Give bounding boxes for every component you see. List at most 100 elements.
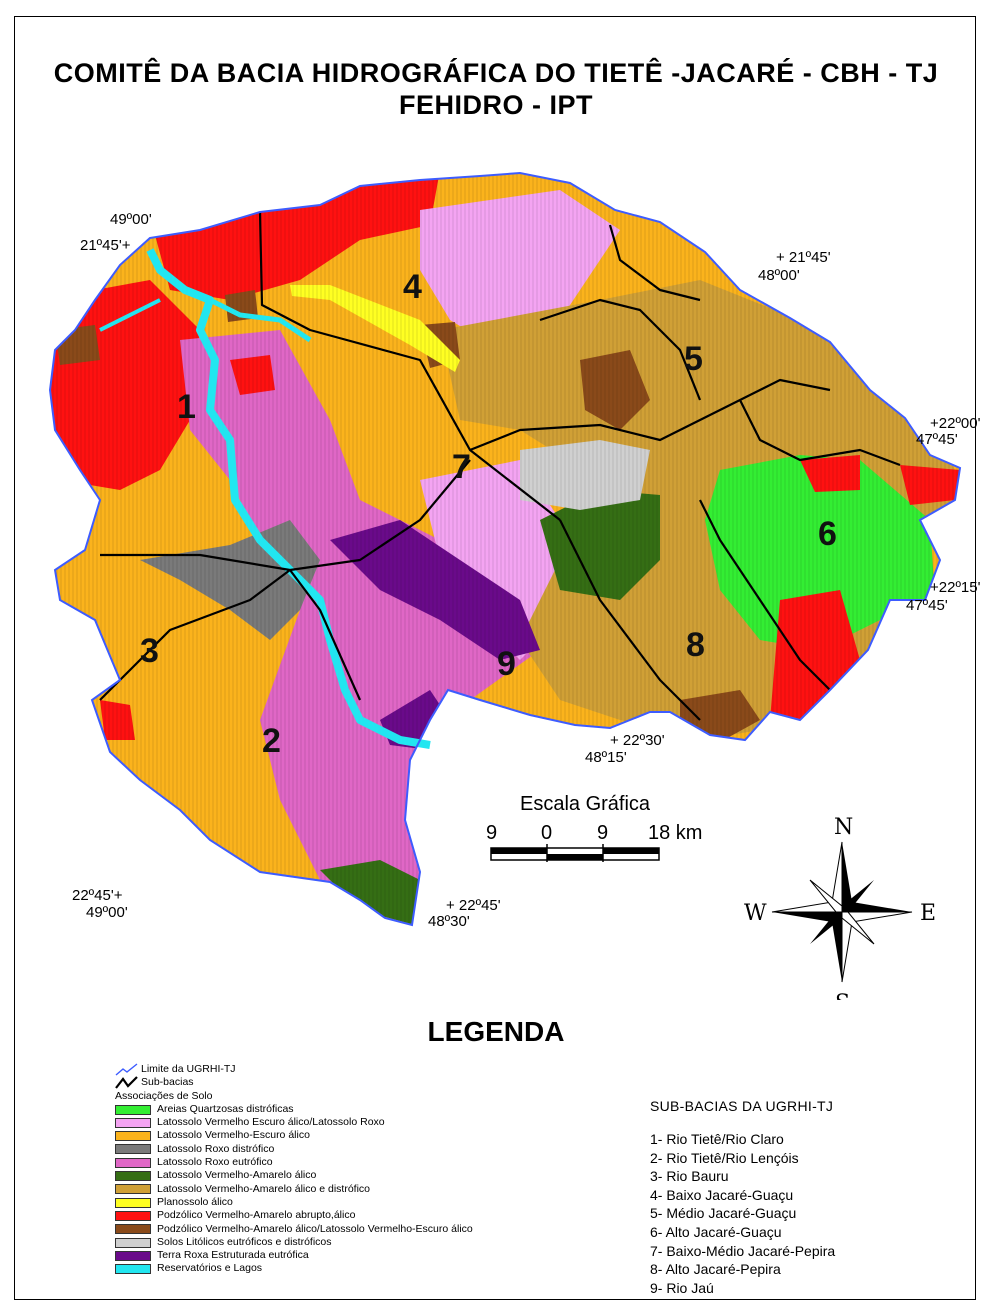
compass-e-label: E	[920, 901, 936, 926]
subbasin-number-1: 1	[177, 388, 196, 426]
legend-label-soil: Planossolo álico	[157, 1195, 233, 1208]
subbasin-line-5	[469, 378, 831, 452]
coord-sc-lat: + 22º45'	[446, 897, 501, 914]
scale-tick-label-a: 9	[486, 822, 498, 844]
legend-label-soil: Areias Quartzosas distróficas	[157, 1102, 294, 1115]
coord-s-lat: + 22º30'	[610, 732, 665, 749]
legend-label-subbacias: Sub-bacias	[141, 1076, 194, 1089]
basin-boundary	[48, 171, 962, 927]
scale-tick-label-c: 9	[597, 822, 609, 844]
legend-label-soil: Latossolo Vermelho-Escuro álico	[157, 1129, 310, 1142]
subbasin-line-3	[99, 569, 291, 701]
limit-line-icon	[115, 1063, 138, 1076]
legend-label-limite: Limite da UGRHI-TJ	[141, 1063, 236, 1075]
coord-e1-lat: +22º00'	[930, 415, 981, 432]
subbasin-number-4: 4	[403, 268, 422, 306]
subbacia-item: 7- Baixo-Médio Jacaré-Pepira	[650, 1242, 836, 1259]
coord-sc-lon: 48º30'	[428, 913, 470, 930]
subbasin-lines	[99, 211, 901, 721]
legend-swatch	[115, 1210, 151, 1221]
subbacia-item: 4- Baixo Jacaré-Guaçu	[650, 1186, 794, 1203]
scale-tick-label-d: 18 km	[648, 822, 703, 844]
compass-n-label: N	[834, 815, 853, 840]
legend-swatch	[115, 1237, 151, 1248]
legend-swatch	[115, 1264, 151, 1275]
coord-e2-lat: +22º15'	[930, 579, 981, 596]
legend-item-subbacias: Sub-bacias	[115, 1076, 473, 1090]
legend-label-soil: Latossolo Roxo distrófico	[157, 1142, 275, 1155]
legend-soil-header-text: Associações de Solo	[115, 1089, 213, 1102]
compass-sw-arm	[810, 912, 842, 944]
subbasin-line-1	[258, 211, 561, 521]
reservoir-branch-west	[99, 298, 161, 332]
subbasin-line-4	[289, 569, 362, 701]
legend-item-soil: Latossolo Vermelho-Escuro álico	[115, 1129, 473, 1142]
subbacias-header: SUB-BACIAS DA UGRHI-TJ	[650, 1098, 834, 1114]
subbasin-line-6	[539, 298, 702, 401]
legend-label-soil: Podzólico Vermelho-Amarelo abrupto,álico	[157, 1209, 356, 1222]
coord-sw-lat: 22º45'+	[72, 887, 123, 904]
subbacia-item: 8- Alto Jacaré-Pepira	[650, 1261, 781, 1278]
subbasin-number-6: 6	[818, 515, 837, 553]
compass-ne-arm	[842, 880, 874, 912]
tiete-reservoir	[146, 248, 431, 749]
compass-s-label: S	[835, 991, 850, 1000]
legend-title: LEGENDA	[427, 1016, 565, 1047]
legend-soil-header: Associações de Solo	[115, 1090, 473, 1103]
legend-item-soil: Podzólico Vermelho-Amarelo álico/Latosso…	[115, 1223, 473, 1236]
scale-seg-2	[547, 854, 603, 860]
legend-label-soil: Latossolo Roxo eutrófico	[157, 1156, 273, 1169]
legend-label-soil: Latossolo Vermelho Escuro álico/Latossol…	[157, 1116, 385, 1129]
subbasin-line-7	[608, 224, 701, 302]
soil-map: 1 2 3 4 5 6 7 8 9 49º00' 21º45'+ + 21º45…	[48, 171, 981, 1000]
scale-bar	[490, 844, 660, 862]
subbasin-number-7: 7	[452, 448, 471, 486]
legend-swatch	[115, 1117, 151, 1128]
coord-nw-lat: 21º45'+	[80, 237, 131, 254]
compass-w-label: W	[744, 901, 767, 926]
legend-item-soil: Latossolo Vermelho-Amarelo álico e distr…	[115, 1183, 473, 1196]
map-title-line2: FEHIDRO - IPT	[399, 90, 593, 120]
subbasin-line-9	[699, 499, 831, 691]
scale-seg-3	[603, 848, 659, 854]
subbacia-item: 3- Rio Bauru	[650, 1168, 729, 1185]
legend-item-soil: Terra Roxa Estruturada eutrófica	[115, 1249, 473, 1262]
legend-label-soil: Reservatórios e Lagos	[157, 1262, 263, 1275]
map-frame	[14, 16, 976, 1300]
legend-swatch	[115, 1184, 151, 1195]
coord-nw-lon: 49º00'	[110, 211, 152, 228]
subbacia-item: 2- Rio Tietê/Rio Lençóis	[650, 1149, 799, 1166]
compass-rose: N S E W	[744, 815, 936, 1000]
legend-label-soil: Terra Roxa Estruturada eutrófica	[157, 1249, 309, 1262]
compass-nw-arm	[809, 879, 843, 913]
coord-ne-lon: 48º00'	[758, 267, 800, 284]
subbasin-number-5: 5	[684, 340, 703, 378]
legend-label-soil: Latossolo Vermelho-Amarelo álico e distr…	[157, 1182, 371, 1195]
scale-title: Escala Gráfica	[520, 793, 651, 815]
subbacias-list: SUB-BACIAS DA UGRHI-TJ 1- Rio Tietê/Rio …	[650, 1098, 835, 1297]
subbasin-number-9: 9	[497, 645, 516, 683]
legend-item-soil: Latossolo Vermelho-Amarelo álico	[115, 1169, 473, 1182]
legend-item-soil: Solos Litólicos eutróficos e distróficos	[115, 1236, 473, 1249]
coord-sw-lon: 49º00'	[86, 904, 128, 921]
coord-s-lon: 48º15'	[585, 749, 627, 766]
legend-item-soil: Latossolo Vermelho Escuro álico/Latossol…	[115, 1116, 473, 1129]
subbasin-number-8: 8	[686, 626, 705, 664]
legend-item-soil: Areias Quartzosas distróficas	[115, 1103, 473, 1116]
legend-item-soil: Reservatórios e Lagos	[115, 1262, 473, 1275]
scale-tick-label-b: 0	[541, 822, 553, 844]
legend-swatch	[115, 1250, 151, 1261]
legend-swatch	[115, 1144, 151, 1155]
legend-item-soil: Podzólico Vermelho-Amarelo abrupto,álico	[115, 1209, 473, 1222]
subbacia-item: 1- Rio Tietê/Rio Claro	[650, 1131, 784, 1147]
subbasin-line-8	[739, 399, 901, 467]
subbasin-line-2	[100, 459, 471, 572]
legend-item-soil: Latossolo Roxo distrófico	[115, 1143, 473, 1156]
legend-item-soil: Planossolo álico	[115, 1196, 473, 1209]
legend-swatch	[115, 1224, 151, 1235]
subbacia-item: 9- Rio Jaú	[650, 1279, 714, 1296]
subbasin-line-10	[559, 519, 701, 721]
legend-label-soil: Solos Litólicos eutróficos e distróficos	[157, 1235, 332, 1248]
legend-label-soil: Latossolo Vermelho-Amarelo álico	[157, 1169, 317, 1182]
scale-seg-1	[491, 848, 547, 854]
